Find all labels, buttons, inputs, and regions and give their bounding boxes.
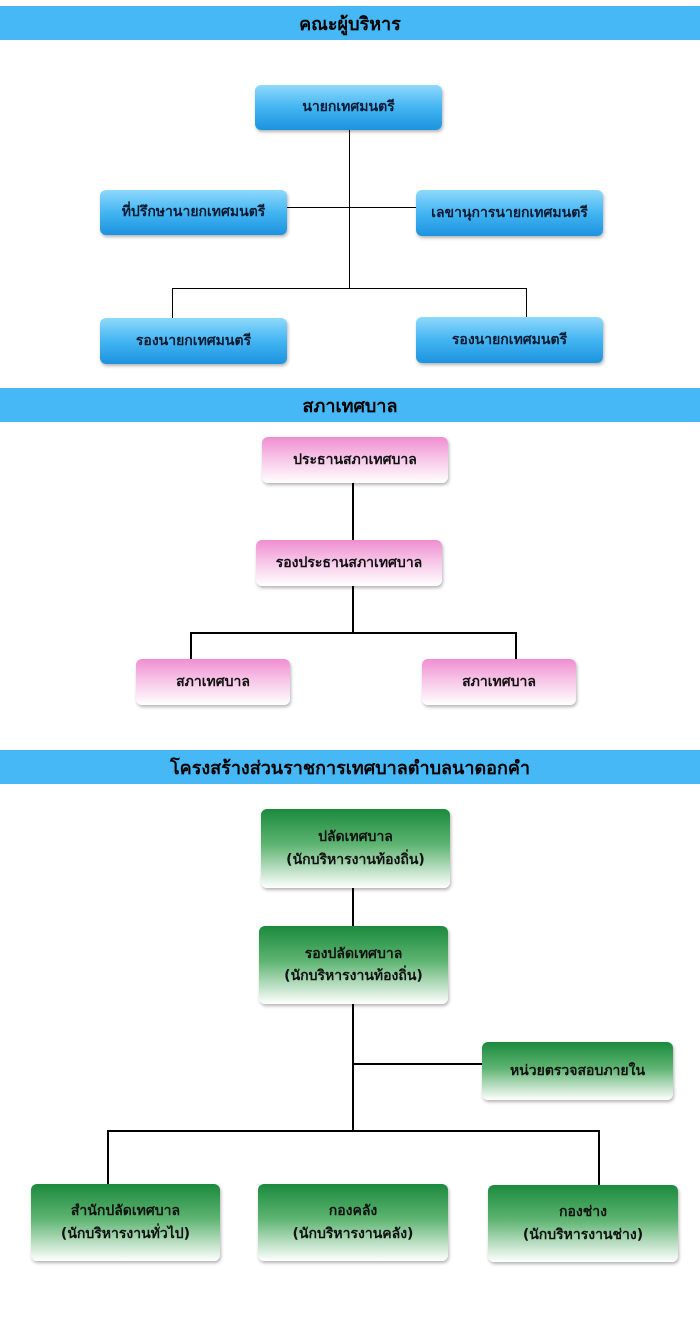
council-member-left-label: สภาเทศบาล (176, 673, 250, 690)
deputy-clerk-box: รองปลัดเทศบาล (นักบริหารงานท้องถิ่น) (259, 926, 448, 1004)
connector-divisions-bar (107, 1130, 600, 1132)
connector-clerk (352, 887, 354, 927)
council-member-right-box: สภาเทศบาล (422, 659, 576, 705)
connector-member-left (190, 632, 192, 660)
council-title: สภาเทศบาล (302, 395, 398, 417)
connector-members-bar (190, 632, 517, 634)
mayor-label: นายกเทศมนตรี (302, 99, 395, 116)
connector-deputy-left (172, 288, 173, 318)
connector-office (107, 1130, 109, 1185)
advisor-label: ที่ปรึกษานายกเทศมนตรี (121, 204, 266, 221)
council-president-label: ประธานสภาเทศบาล (293, 451, 417, 468)
secretary-box: เลขานุการนายกเทศมนตรี (416, 190, 603, 236)
finance-division-box: กองคลัง (นักบริหารงานคลัง) (258, 1184, 448, 1261)
connector-mayor-trunk (349, 129, 350, 289)
connector-advisor-secretary (287, 207, 417, 208)
council-banner: สภาเทศบาล (0, 388, 700, 422)
secretary-label: เลขานุการนายกเทศมนตรี (431, 204, 588, 221)
internal-audit-box: หน่วยตรวจสอบภายใน (482, 1042, 673, 1100)
finance-division-title: กองคลัง (328, 1203, 378, 1220)
engineering-division-title: กองช่าง (559, 1204, 607, 1221)
engineering-division-box: กองช่าง (นักบริหารงานช่าง) (488, 1185, 678, 1262)
council-member-right-label: สภาเทศบาล (462, 673, 536, 690)
clerk-office-subtitle: (นักบริหารงานทั่วไป) (60, 1225, 191, 1242)
council-vice-president-box: รองประธานสภาเทศบาล (256, 540, 442, 586)
connector-deputy-clerk-trunk (352, 1003, 354, 1131)
council-president-box: ประธานสภาเทศบาล (262, 437, 448, 483)
internal-audit-label: หน่วยตรวจสอบภายใน (509, 1062, 646, 1079)
deputy-clerk-title: รองปลัดเทศบาล (304, 945, 403, 962)
connector-president (352, 483, 354, 541)
connector-audit (352, 1063, 483, 1065)
connector-engineering (598, 1130, 600, 1186)
connector-deputies-bar (172, 288, 527, 289)
executives-title: คณะผู้บริหาร (299, 13, 401, 35)
clerk-box: ปลัดเทศบาล (นักบริหารงานท้องถิ่น) (261, 809, 450, 888)
clerk-office-box: สำนักปลัดเทศบาล (นักบริหารงานทั่วไป) (31, 1184, 220, 1261)
connector-vice-trunk (352, 585, 354, 633)
advisor-box: ที่ปรึกษานายกเทศมนตรี (100, 190, 287, 235)
mayor-box: นายกเทศมนตรี (255, 85, 442, 130)
executives-banner: คณะผู้บริหาร (0, 6, 700, 40)
finance-division-subtitle: (นักบริหารงานคลัง) (292, 1225, 414, 1242)
council-vice-president-label: รองประธานสภาเทศบาล (275, 554, 423, 571)
engineering-division-subtitle: (นักบริหารงานช่าง) (522, 1226, 644, 1243)
deputy-mayor-left-box: รองนายกเทศมนตรี (100, 318, 287, 364)
clerk-title: ปลัดเทศบาล (318, 829, 393, 846)
deputy-mayor-left-label: รองนายกเทศมนตรี (135, 332, 252, 349)
connector-member-right (515, 632, 517, 660)
administration-banner: โครงสร้างส่วนราชการเทศบาลตำบลนาดอกคำ (0, 750, 700, 784)
deputy-mayor-right-label: รองนายกเทศมนตรี (451, 331, 568, 348)
administration-title: โครงสร้างส่วนราชการเทศบาลตำบลนาดอกคำ (170, 757, 530, 779)
connector-deputy-right (526, 288, 527, 318)
deputy-clerk-subtitle: (นักบริหารงานท้องถิ่น) (284, 968, 423, 984)
deputy-mayor-right-box: รองนายกเทศมนตรี (416, 317, 603, 363)
clerk-office-title: สำนักปลัดเทศบาล (70, 1203, 181, 1220)
council-member-left-box: สภาเทศบาล (136, 659, 290, 705)
clerk-subtitle: (นักบริหารงานท้องถิ่น) (286, 851, 425, 868)
